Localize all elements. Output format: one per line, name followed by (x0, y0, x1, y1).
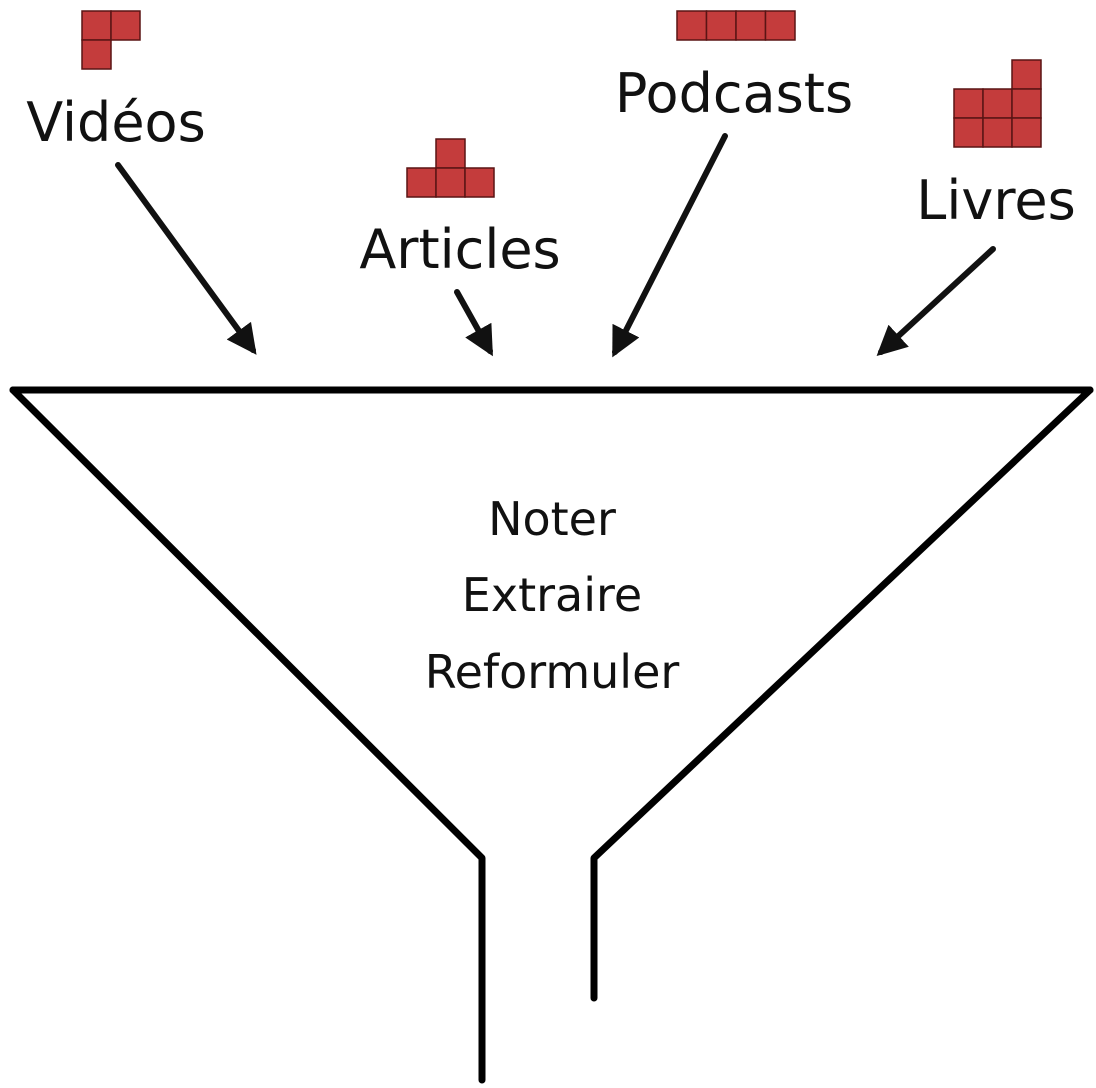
arrow-articles (454, 289, 493, 357)
livres-block-icon (953, 59, 1042, 148)
funnel-left-side (9, 386, 486, 1084)
source-label-videos: Vidéos (26, 91, 205, 154)
source-label-livres: Livres (916, 169, 1075, 232)
videos-block-icon (81, 10, 141, 70)
funnel (9, 386, 1094, 1084)
step-reformuler: Reformuler (425, 645, 680, 699)
step-noter: Noter (488, 492, 616, 546)
step-extraire: Extraire (462, 568, 642, 622)
source-label-podcasts: Podcasts (615, 62, 853, 125)
articles-block-icon (406, 138, 495, 198)
arrow-podcasts (612, 133, 728, 358)
source-label-articles: Articles (359, 218, 560, 281)
arrow-videos (115, 162, 257, 355)
podcasts-block-icon (676, 10, 796, 41)
arrow-livres (876, 246, 996, 357)
funnel-right-side (590, 386, 1094, 1002)
